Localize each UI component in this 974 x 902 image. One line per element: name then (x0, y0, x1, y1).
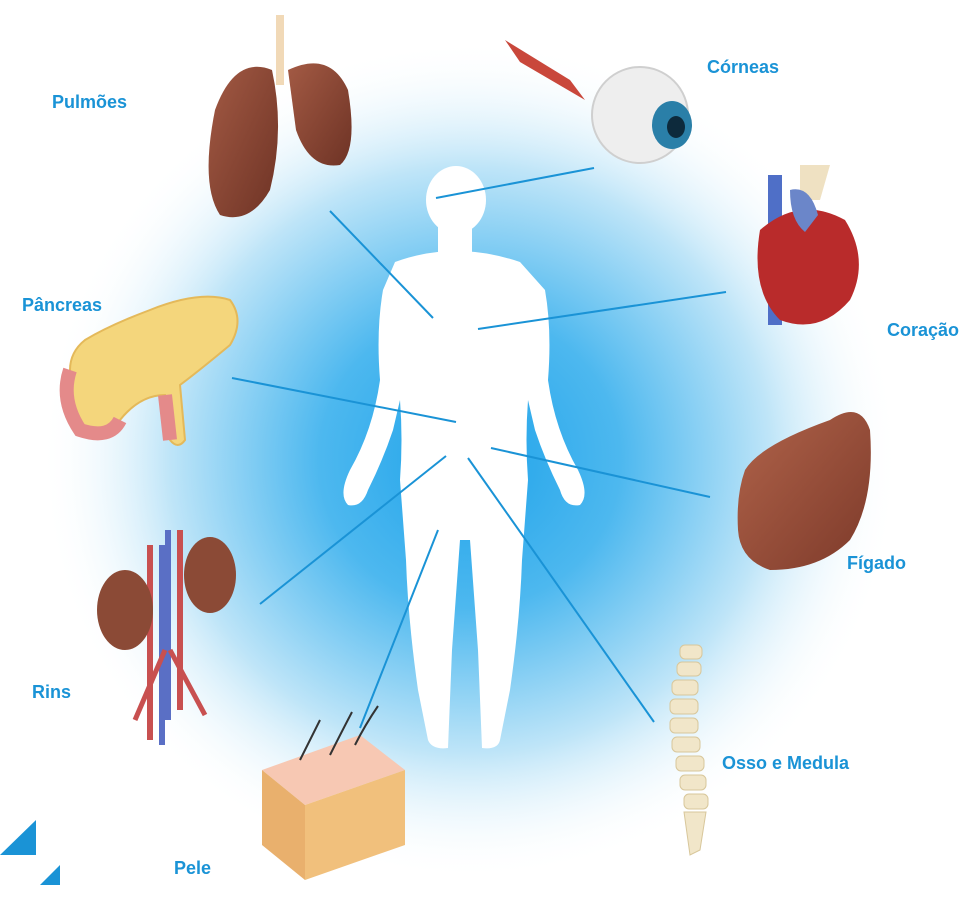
label-figado: Fígado (847, 553, 906, 574)
corner-triangle-small (40, 865, 60, 885)
label-pele: Pele (174, 858, 211, 879)
label-rins: Rins (32, 682, 71, 703)
label-coracao: Coração (887, 320, 959, 341)
corner-triangle-large (0, 820, 36, 855)
label-corneas: Córneas (707, 57, 779, 78)
label-osso-medula: Osso e Medula (722, 753, 849, 774)
label-pancreas: Pâncreas (22, 295, 102, 316)
heart-illustration (758, 165, 859, 325)
label-pulmoes: Pulmões (52, 92, 127, 113)
